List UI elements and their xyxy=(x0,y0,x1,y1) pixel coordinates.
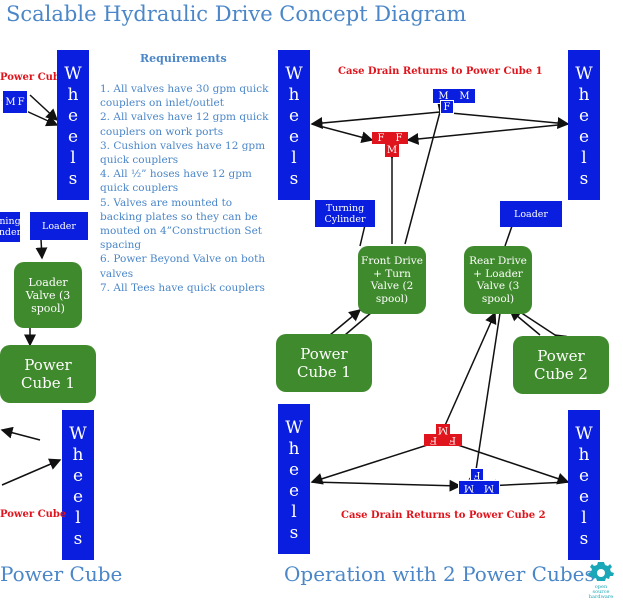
requirement-item: 3. Cushion valves have 12 gpm quick coup… xyxy=(100,139,266,167)
requirement-item: 7. All Tees have quick couplers xyxy=(100,281,265,294)
loader-box-left: Loader xyxy=(30,212,88,240)
requirement-item: 6. Power Beyond Valve on both valves xyxy=(100,253,266,280)
right-caption: Operation with 2 Power Cubes xyxy=(284,562,595,586)
loader-box-right: Loader xyxy=(500,201,562,227)
turning-cylinder-box-left: ning nder xyxy=(0,212,21,242)
left-power-cube-label-bottom: Power Cube xyxy=(0,509,67,520)
diagram-title: Scalable Hydraulic Drive Concept Diagram xyxy=(6,2,467,26)
requirement-item: 5. Valves are mounted to backing plates … xyxy=(100,196,263,252)
left-power-cube-label-top: Power Cube xyxy=(0,72,67,83)
requirement-item: 2. All valves have 12 gpm quick couplers… xyxy=(100,111,269,138)
requirement-item: 1. All valves have 30 gpm quick couplers… xyxy=(100,83,269,110)
motor-red-icon: M xyxy=(436,424,450,435)
case-drain-label-top: Case Drain Returns to Power Cube 1 xyxy=(338,66,543,77)
logo-text: open source hardware xyxy=(588,584,614,600)
case-drain-label-bottom: Case Drain Returns to Power Cube 2 xyxy=(341,510,546,521)
requirements-heading: Requirements xyxy=(140,52,227,65)
power-cube-2-right: Power Cube 2 xyxy=(513,336,609,394)
power-cube-1-right: Power Cube 1 xyxy=(276,334,372,392)
requirement-item: 4. All ½” hoses have 12 gpm quick couple… xyxy=(100,168,252,195)
requirements-list: 1. All valves have 30 gpm quick couplers… xyxy=(100,82,270,295)
power-cube-1-left: Power Cube 1 xyxy=(0,345,96,403)
front-drive-turn-valve: Front Drive + Turn Valve (2 spool) xyxy=(358,246,426,314)
left-caption: Power Cube xyxy=(0,562,123,586)
motor-icon: F xyxy=(440,100,454,114)
loader-valve-left: Loader Valve (3 spool) xyxy=(14,262,82,328)
turning-cylinder-box-right: Turning Cylinder xyxy=(315,200,375,227)
rear-drive-loader-valve: Rear Drive + Loader Valve (3 spool) xyxy=(464,246,532,314)
motor-red-icon: M xyxy=(385,144,399,157)
open-source-hardware-logo-icon xyxy=(588,562,614,581)
